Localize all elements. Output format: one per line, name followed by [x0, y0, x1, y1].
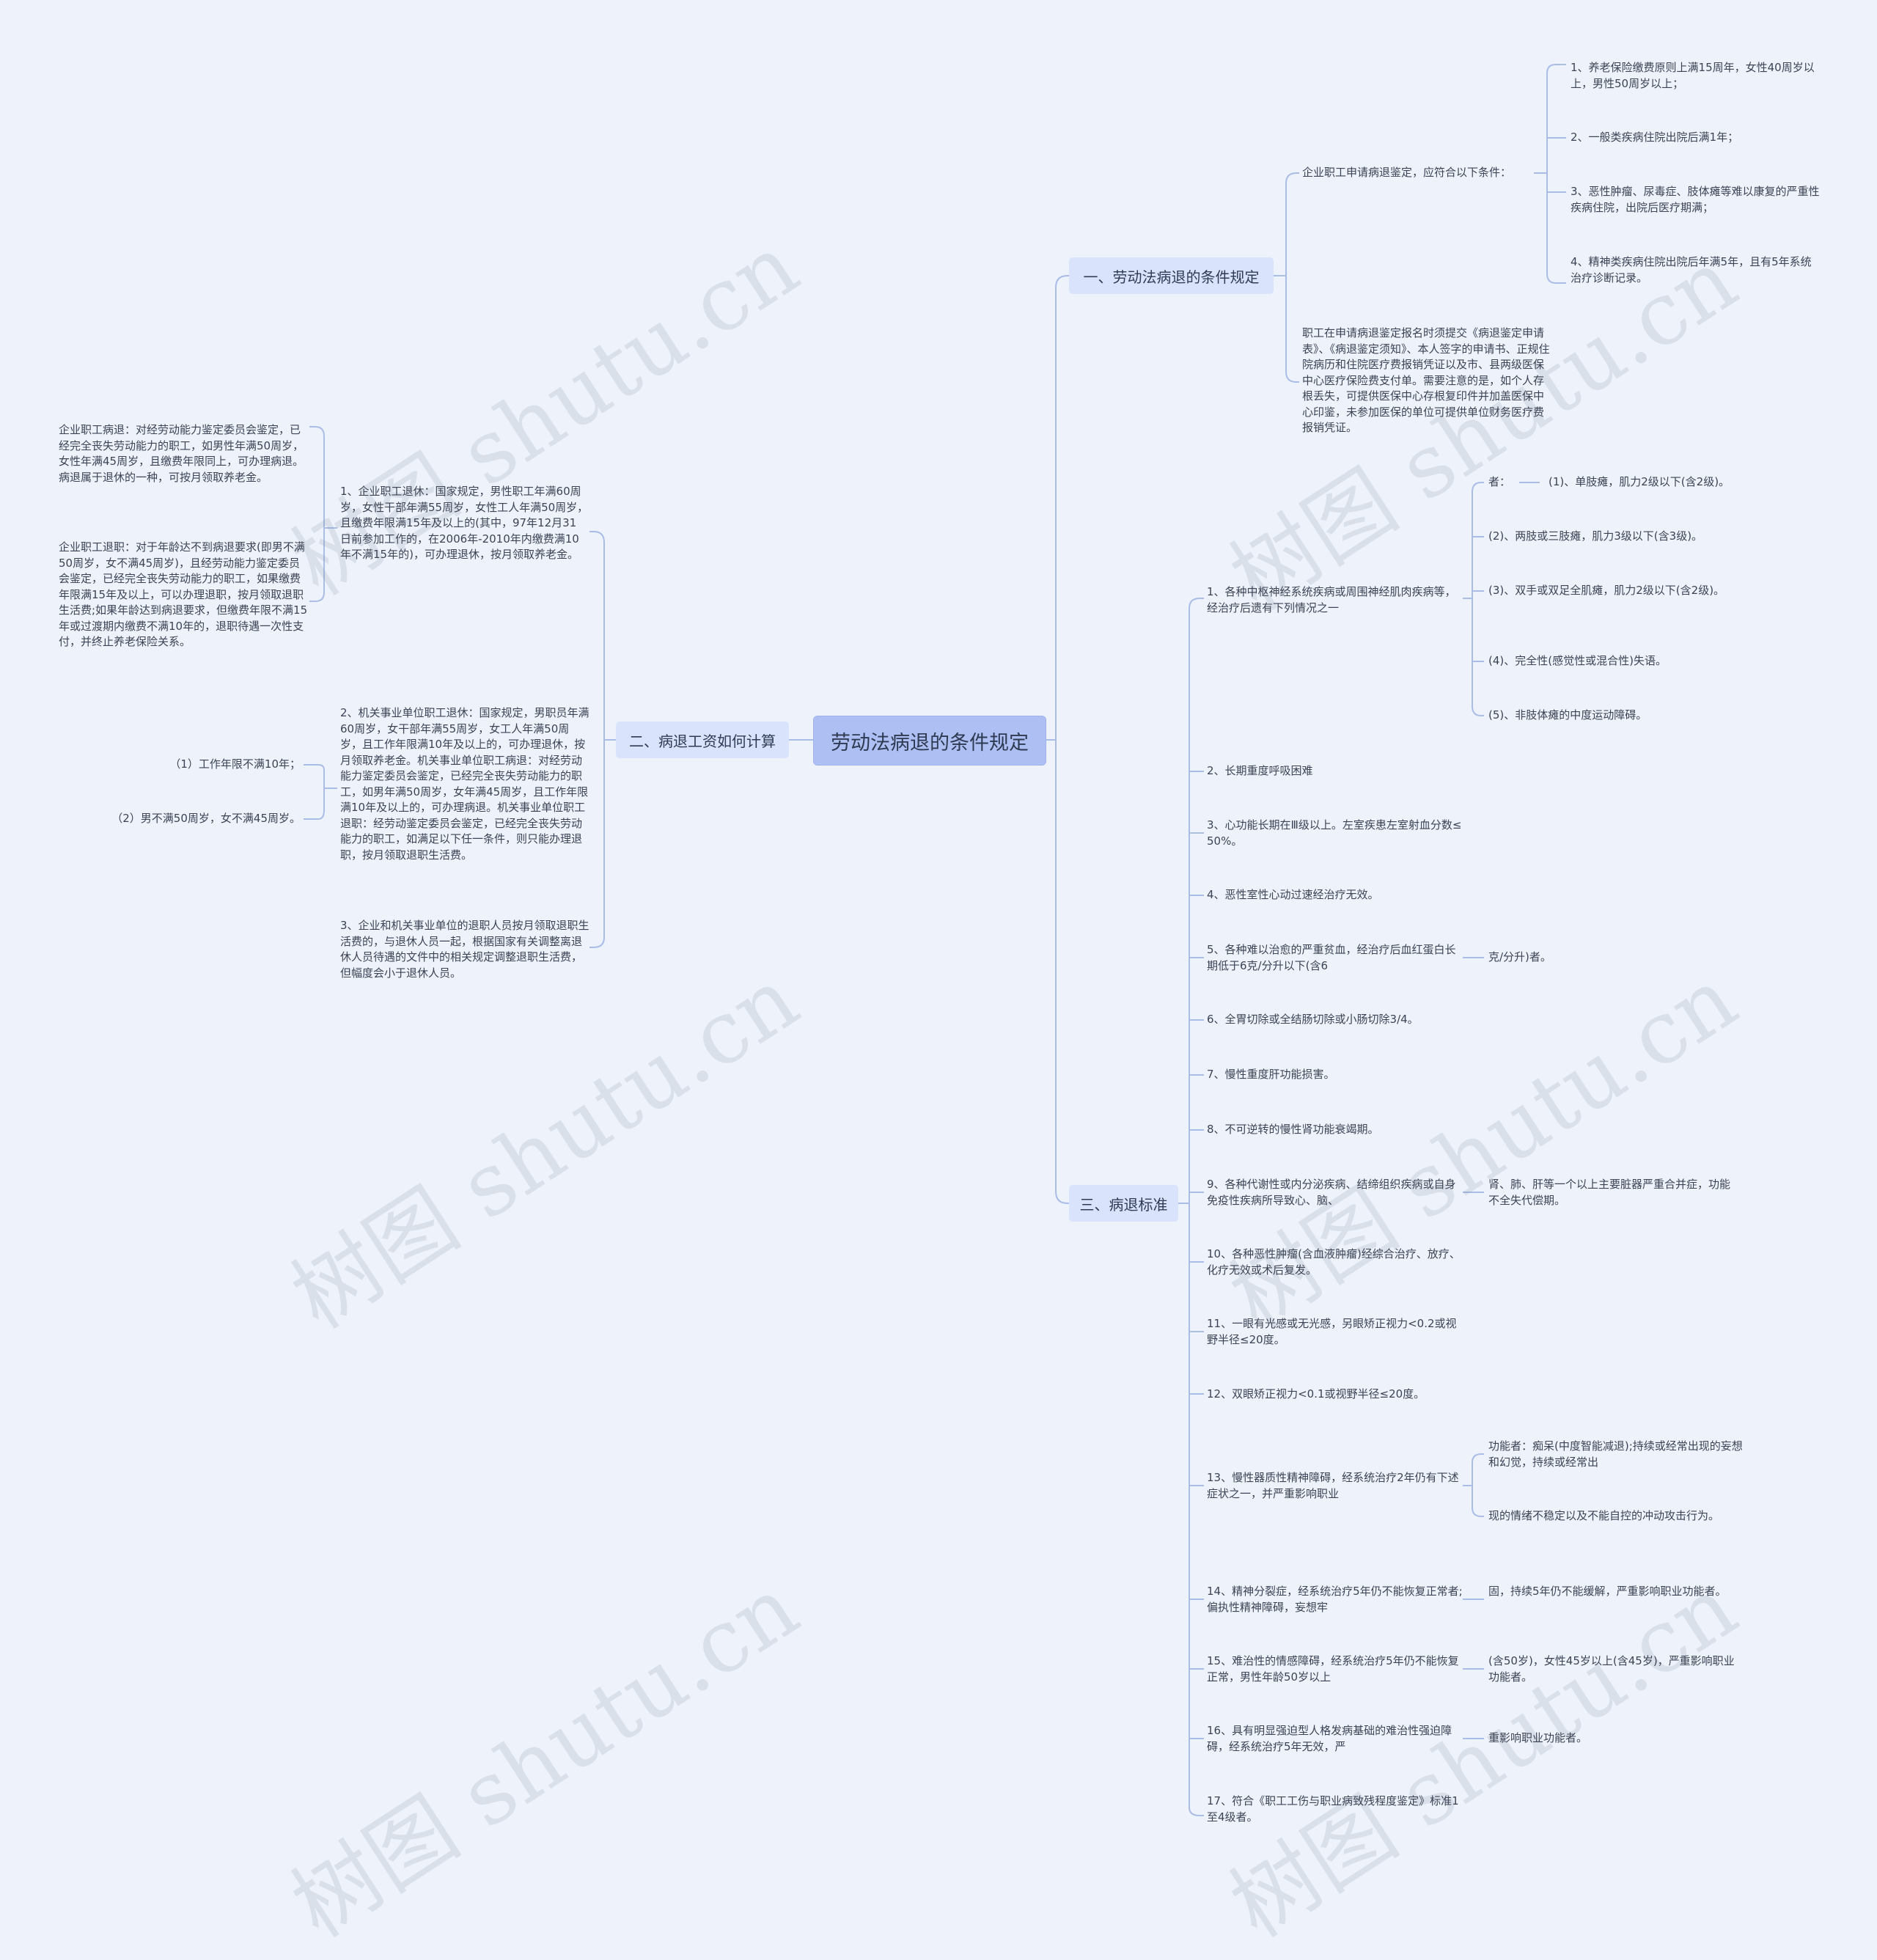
- b3-item1-sub[interactable]: (4)、完全性(感觉性或混合性)失语。: [1488, 654, 1667, 667]
- link-root-b1: [1045, 275, 1069, 741]
- b1-condition-item[interactable]: 2、一般类疾病住院出院后满1年；: [1571, 131, 1739, 144]
- b3-standard-item[interactable]: 4、恶性室性心动过速经治疗无效。: [1207, 888, 1379, 901]
- b1-condition-item[interactable]: 4、精神类疾病住院出院后年满5年，且有5年系统治疗诊断记录。: [1571, 255, 1812, 285]
- branch-salary-calc[interactable]: 二、病退工资如何计算: [616, 722, 789, 758]
- link-root-b3: [1045, 739, 1069, 1204]
- root-topic[interactable]: 劳动法病退的条件规定: [813, 716, 1046, 766]
- b3-standard-item[interactable]: 1、各种中枢神经系统疾病或周围神经肌肉疾病等，经治疗后遗有下列情况之一: [1207, 585, 1456, 614]
- b2-enterprise-sick-retirement[interactable]: 企业职工病退：对经劳动能力鉴定委员会鉴定，已经完全丧失劳动能力的职工，如男性年满…: [59, 423, 304, 484]
- b3-item1-sub[interactable]: (5)、非肢体瘫的中度运动障碍。: [1488, 708, 1648, 722]
- b3-standard-item[interactable]: 17、符合《职工工伤与职业病致残程度鉴定》标准1至4级者。: [1207, 1794, 1459, 1824]
- b3-item5-sub[interactable]: 克/分升)者。: [1488, 950, 1551, 964]
- link-b2-children: [589, 531, 616, 948]
- b1-required-documents[interactable]: 职工在申请病退鉴定报名时须提交《病退鉴定申请表》、《病退鉴定须知》、本人签字的申…: [1302, 326, 1550, 434]
- link-b2c2-items: [304, 764, 337, 820]
- b3-standard-item[interactable]: 7、慢性重度肝功能损害。: [1207, 1068, 1335, 1081]
- b3-item1-sub-child[interactable]: (1)、单肢瘫，肌力2级以下(含2级)。: [1549, 475, 1730, 488]
- b3-standard-item[interactable]: 8、不可逆转的慢性肾功能衰竭期。: [1207, 1123, 1379, 1136]
- b3-standard-item[interactable]: 6、全胃切除或全结肠切除或小肠切除3/4。: [1207, 1013, 1419, 1026]
- b3-item16-sub[interactable]: 重影响职业功能者。: [1488, 1731, 1588, 1744]
- b2-resignation-condition[interactable]: （2）男不满50周岁，女不满45周岁。: [111, 812, 301, 825]
- b1-condition-item[interactable]: 3、恶性肿瘤、尿毒症、肢体瘫等难以康复的严重性疾病住院，出院后医疗期满；: [1571, 185, 1820, 214]
- b2-resignation-condition[interactable]: （1）工作年限不满10年；: [169, 757, 301, 771]
- b2-enterprise-retirement[interactable]: 1、企业职工退休：国家规定，男性职工年满60周岁，女性干部年满55周岁，女性工人…: [340, 485, 589, 561]
- b3-standard-item[interactable]: 3、心功能长期在Ⅲ级以上。左室疾患左室射血分数≤50%。: [1207, 818, 1462, 848]
- b3-item1-sub[interactable]: 者：: [1488, 475, 1511, 488]
- branch-conditions[interactable]: 一、劳动法病退的条件规定: [1069, 257, 1274, 294]
- b3-standard-item[interactable]: 9、各种代谢性或内分泌疾病、结缔组织疾病或自身免疫性疾病所导致心、脑、: [1207, 1178, 1456, 1207]
- connector-lines: [304, 64, 1566, 1816]
- b3-standard-item[interactable]: 2、长期重度呼吸困难: [1207, 764, 1313, 777]
- link-b3-items: [1189, 771, 1204, 1816]
- b2-enterprise-resignation[interactable]: 企业职工退职：对于年龄达不到病退要求(即男不满50周岁，女不满45周岁)，且经劳…: [59, 540, 308, 648]
- b3-standard-item[interactable]: 12、双眼矫正视力<0.1或视野半径≤20度。: [1207, 1387, 1425, 1401]
- link-b3-item1-subs: [1463, 482, 1540, 716]
- b3-item9-sub[interactable]: 肾、肺、肝等一个以上主要脏器严重合并症，功能不全失代偿期。: [1488, 1178, 1731, 1207]
- link-b2c1-items: [309, 426, 337, 602]
- b3-standard-item[interactable]: 13、慢性器质性精神障碍，经系统治疗2年仍有下述症状之一，并严重影响职业: [1207, 1471, 1459, 1500]
- b3-standard-item[interactable]: 11、一眼有光感或无光感，另眼矫正视力<0.2或视野半径≤20度。: [1207, 1317, 1457, 1346]
- b1-condition-item[interactable]: 1、养老保险缴费原则上满15周年，女性40周岁以上，男性50周岁以上；: [1571, 61, 1815, 90]
- b3-standard-item[interactable]: 16、具有明显强迫型人格发病基础的难治性强迫障碍，经系统治疗5年无效，严: [1207, 1724, 1452, 1753]
- b3-item14-sub[interactable]: 固，持续5年仍不能缓解，严重影响职业功能者。: [1488, 1585, 1727, 1598]
- link-b1c1-items: [1534, 64, 1566, 284]
- b3-item13-sub[interactable]: 功能者：痴呆(中度智能减退);持续或经常出现的妄想和幻觉，持续或经常出: [1488, 1439, 1743, 1469]
- link-b3-trunk: [1178, 598, 1204, 1807]
- b2-institution-retirement[interactable]: 2、机关事业单位职工退休：国家规定，男职员年满60周岁，女干部年满55周岁，女工…: [340, 706, 589, 862]
- link-b3-other-subs: [1463, 957, 1484, 1739]
- b3-item13-sub[interactable]: 现的情绪不稳定以及不能自控的冲动攻击行为。: [1488, 1509, 1720, 1522]
- b2-resignation-allowance[interactable]: 3、企业和机关事业单位的退职人员按月领取退职生活费的，与退休人员一起，根据国家有…: [340, 919, 589, 980]
- b3-item1-sub[interactable]: (3)、双手或双足全肌瘫，肌力2级以下(含2级)。: [1488, 584, 1725, 597]
- b3-standard-item[interactable]: 5、各种难以治愈的严重贫血，经治疗后血红蛋白长期低于6克/分升以下(含6: [1207, 943, 1456, 972]
- b3-standard-item[interactable]: 14、精神分裂症，经系统治疗5年仍不能恢复正常者;偏执性精神障碍，妄想牢: [1207, 1585, 1463, 1614]
- branch-standards[interactable]: 三、病退标准: [1069, 1185, 1178, 1222]
- b3-item1-sub[interactable]: (2)、两肢或三肢瘫，肌力3级以下(含3级)。: [1488, 529, 1703, 543]
- link-b1-children: [1274, 172, 1299, 383]
- b3-item15-sub[interactable]: (含50岁)，女性45岁以上(含45岁)，严重影响职业功能者。: [1488, 1654, 1735, 1684]
- b1-apply-conditions[interactable]: 企业职工申请病退鉴定，应符合以下条件：: [1302, 166, 1512, 179]
- b3-standard-item[interactable]: 15、难治性的情感障碍，经系统治疗5年仍不能恢复正常，男性年龄50岁以上: [1207, 1654, 1459, 1684]
- b3-standard-item[interactable]: 10、各种恶性肿瘤(含血液肿瘤)经综合治疗、放疗、化疗无效或术后复发。: [1207, 1247, 1461, 1277]
